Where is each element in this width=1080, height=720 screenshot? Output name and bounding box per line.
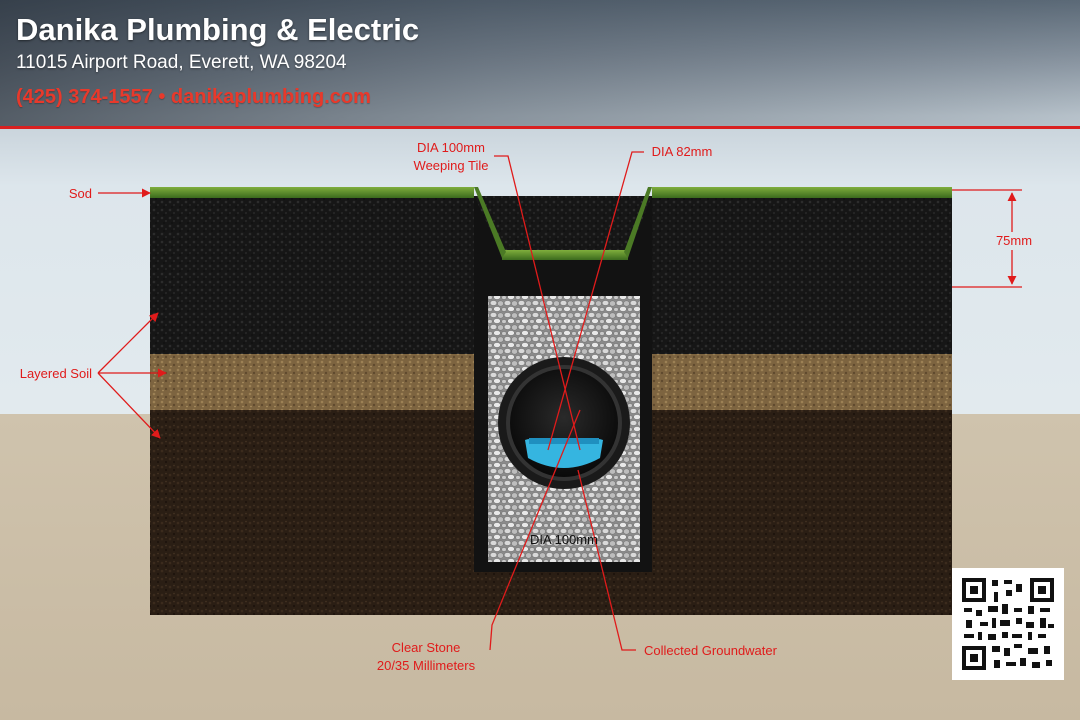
label-dia-82: DIA 82mm: [652, 144, 713, 159]
groundwater-fill: [525, 439, 603, 468]
qr-code-image: [962, 578, 1054, 670]
company-contact[interactable]: (425) 374-1557 • danikaplumbing.com: [16, 86, 371, 108]
label-weeping-tile-dia: DIA 100mm: [417, 140, 485, 155]
header-divider: [0, 126, 1080, 129]
label-depth: 75mm: [996, 233, 1032, 248]
weeping-tile-pipe: [498, 357, 630, 489]
label-layered-soil: Layered Soil: [20, 366, 92, 381]
label-groundwater: Collected Groundwater: [644, 643, 778, 658]
sod-layer: [150, 187, 952, 260]
label-sod: Sod: [69, 186, 92, 201]
label-pipe-dia: DIA 100mm: [530, 532, 598, 547]
leader-lines: [97, 151, 1022, 651]
company-address: 11015 Airport Road, Everett, WA 98204: [16, 52, 347, 73]
label-clear-stone-size: 20/35 Millimeters: [377, 658, 476, 673]
label-weeping-tile: Weeping Tile: [414, 158, 489, 173]
header-banner: Danika Plumbing & Electric 11015 Airport…: [0, 0, 1080, 128]
company-name: Danika Plumbing & Electric: [16, 12, 420, 47]
label-clear-stone: Clear Stone: [392, 640, 461, 655]
qr-code[interactable]: [952, 568, 1064, 680]
